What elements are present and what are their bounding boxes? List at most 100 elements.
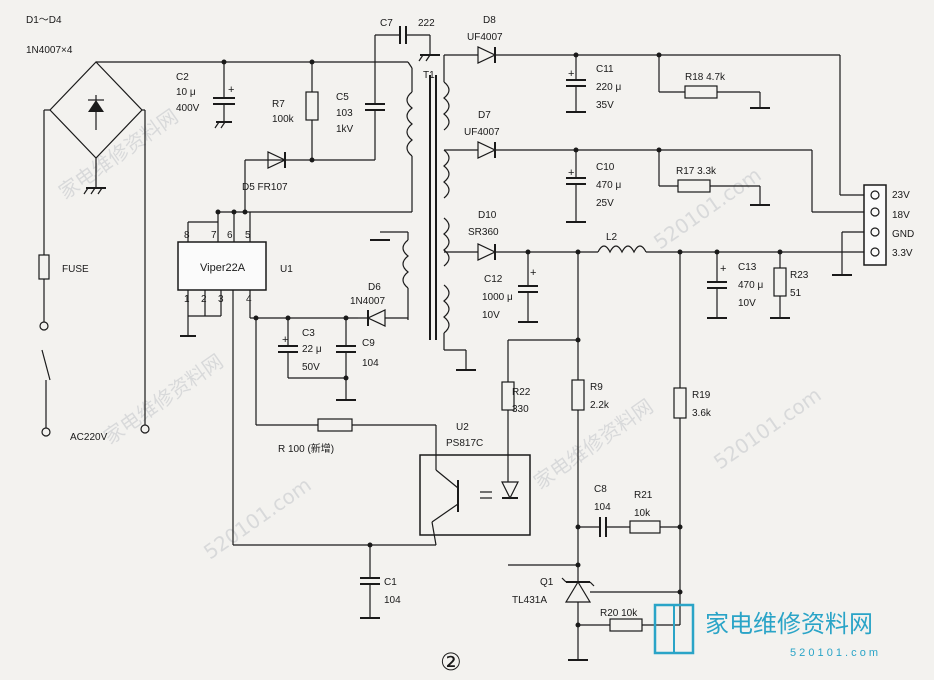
- c9-value: 104: [362, 358, 379, 369]
- c13-value: 470 μ: [738, 280, 763, 291]
- r22-ref: R22: [512, 387, 531, 398]
- secondary-coil-icon: [443, 217, 450, 267]
- diode-icon: [477, 243, 497, 261]
- c7-value: 222: [418, 18, 435, 29]
- pin-1: 1: [184, 294, 190, 305]
- pin-2: 2: [201, 294, 207, 305]
- bridge-part: 1N4007×4: [26, 45, 73, 56]
- r9-value: 2.2k: [590, 400, 610, 411]
- d7-part: UF4007: [464, 127, 500, 138]
- u2-part: PS817C: [446, 438, 483, 449]
- r17-label: R17 3.3k: [676, 166, 717, 177]
- primary-coil-icon: [406, 91, 413, 157]
- regulator-network: [501, 252, 687, 661]
- resistor-icon: [571, 379, 585, 411]
- diode-icon: [88, 100, 104, 112]
- aux-supply: +: [250, 309, 408, 401]
- pin-4: 4: [246, 294, 252, 305]
- c10-rating: 25V: [596, 198, 614, 209]
- resistor-icon: [673, 387, 687, 419]
- r23-ref: R23: [790, 270, 809, 281]
- inductor-icon: [597, 245, 647, 254]
- t1-ref: T1: [423, 70, 435, 81]
- r18-label: R18 4.7k: [685, 72, 726, 83]
- c5-value: 103: [336, 108, 353, 119]
- r7-value: 100k: [272, 114, 295, 125]
- svg-text:+: +: [282, 334, 288, 346]
- r21-value: 10k: [634, 508, 651, 519]
- c10-ref: C10: [596, 162, 615, 173]
- c5-ref: C5: [336, 92, 349, 103]
- r20-label: R20 10k: [600, 608, 638, 619]
- resistor-icon: [684, 85, 718, 99]
- bridge-rectifier: [49, 61, 413, 195]
- fuse-icon: [38, 254, 50, 280]
- feedback-loop: [232, 290, 531, 619]
- d7-ref: D7: [478, 110, 491, 121]
- diode-icon: [366, 309, 386, 327]
- r-new-label: R 100 (新增): [278, 442, 334, 455]
- ic-name: Viper22A: [200, 262, 246, 274]
- pin-5: 5: [245, 230, 251, 241]
- site-logo: 家电维修资料网 5 2 0 1 0 1 . c o m: [653, 603, 878, 659]
- led-icon: [501, 481, 519, 500]
- c13-rating: 10V: [738, 298, 756, 309]
- c2-ref: C2: [176, 72, 189, 83]
- watermark-text: 家电维修资料网: [99, 349, 227, 449]
- r19-value: 3.6k: [692, 408, 712, 419]
- r21-ref: R21: [634, 490, 653, 501]
- diode-icon: [477, 141, 497, 159]
- svg-text:+: +: [568, 68, 574, 80]
- svg-text:+: +: [228, 84, 234, 96]
- r23-value: 51: [790, 288, 802, 299]
- u2-ref: U2: [456, 422, 469, 433]
- pin-7: 7: [211, 230, 217, 241]
- d6-part: 1N4007: [350, 296, 385, 307]
- c13-ref: C13: [738, 262, 757, 273]
- r22-value: 330: [512, 404, 529, 415]
- resistor-icon: [317, 418, 353, 432]
- c8-ref: C8: [594, 484, 607, 495]
- diode-icon: [477, 46, 497, 64]
- c12-value: 1000 μ: [482, 292, 513, 303]
- r19-ref: R19: [692, 390, 711, 401]
- switch-icon: [41, 349, 51, 381]
- d8-part: UF4007: [467, 32, 503, 43]
- secondary-coil-icon: [443, 149, 450, 199]
- q1-part: TL431A: [512, 595, 547, 606]
- c5-rating: 1kV: [336, 124, 354, 135]
- ac-input: [38, 109, 150, 437]
- pin-3: 3: [218, 294, 224, 305]
- output-connector: [832, 184, 887, 276]
- optocoupler-icon: [419, 454, 531, 536]
- c3-value: 22 μ: [302, 344, 322, 355]
- d10-part: SR360: [468, 227, 499, 238]
- c11-rating: 35V: [596, 100, 614, 111]
- r9-ref: R9: [590, 382, 603, 393]
- secondary-coil-icon: [443, 81, 450, 131]
- ac-label: AC220V: [70, 432, 108, 443]
- c2-rating: 400V: [176, 103, 200, 114]
- c2-value: 10 μ: [176, 87, 196, 98]
- d5-label: D5 FR107: [242, 182, 288, 193]
- c3-rating: 50V: [302, 362, 320, 373]
- c10-value: 470 μ: [596, 180, 621, 191]
- d6-ref: D6: [368, 282, 381, 293]
- c7-ref: C7: [380, 18, 393, 29]
- svg-text:+: +: [720, 263, 726, 275]
- c1-value: 104: [384, 595, 401, 606]
- c3-ref: C3: [302, 328, 315, 339]
- diode-d5: [244, 151, 287, 212]
- logo-url: 5 2 0 1 0 1 . c o m: [790, 647, 878, 659]
- q1-ref: Q1: [540, 577, 554, 588]
- output-18v: +: [444, 141, 864, 223]
- output-3v3: + +: [444, 243, 864, 323]
- watermark-text: 家电维修资料网: [54, 104, 182, 204]
- watermark-text: 520101.com: [709, 382, 826, 474]
- l2-label: L2: [606, 232, 618, 243]
- conn-18v: 18V: [892, 210, 910, 221]
- c11-ref: C11: [596, 64, 614, 75]
- r7-ref: R7: [272, 99, 285, 110]
- snubber-network: [221, 59, 385, 163]
